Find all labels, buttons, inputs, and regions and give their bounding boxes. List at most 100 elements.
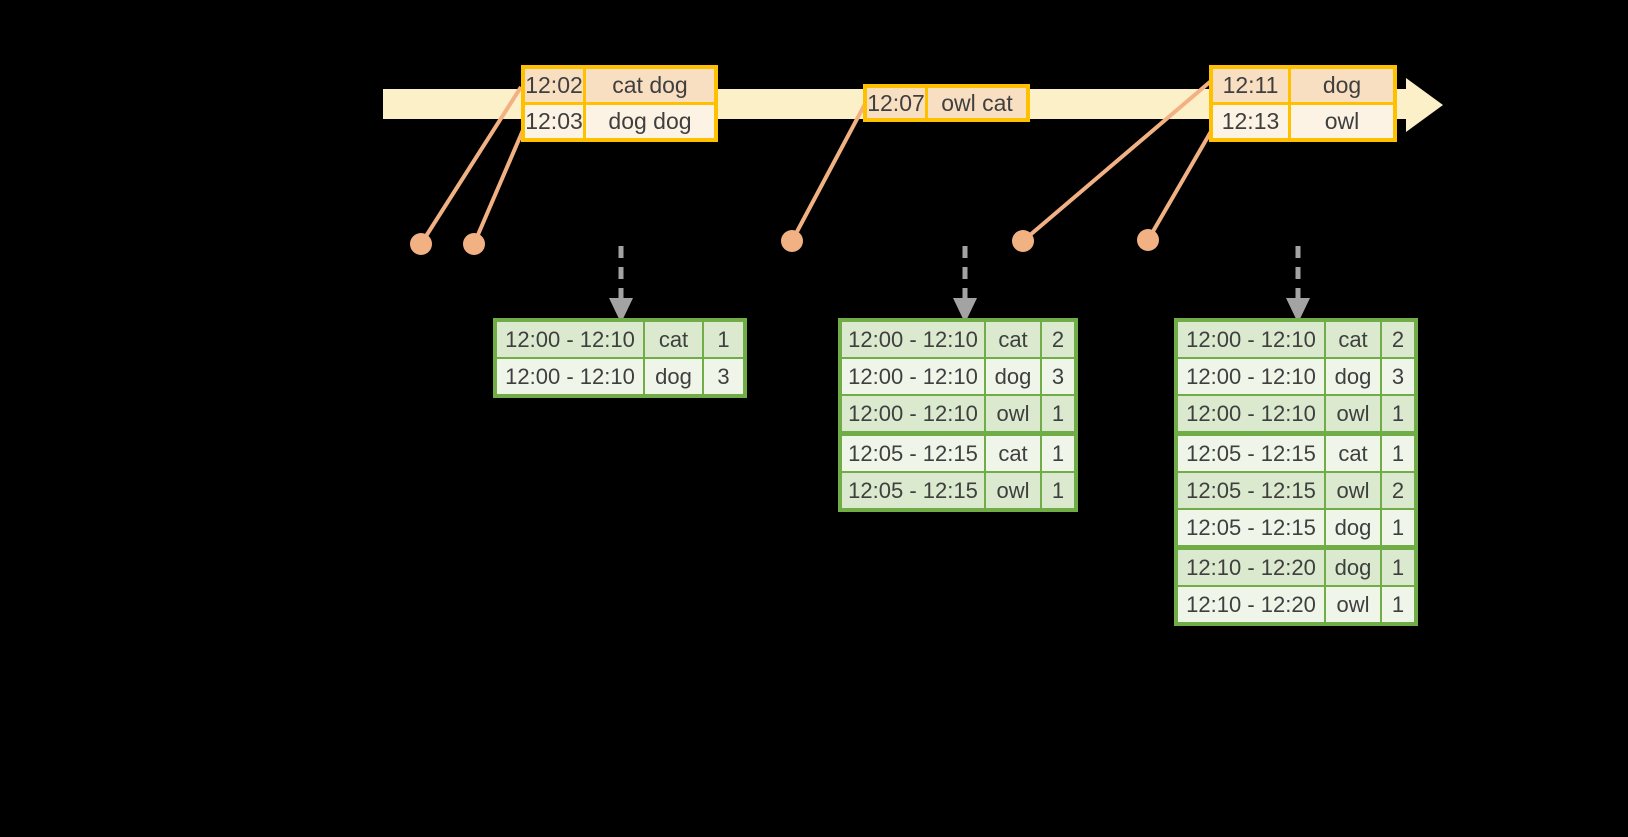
- arrowhead-down-icon: [1286, 298, 1310, 323]
- cell-window: 12:05 - 12:15: [1178, 510, 1324, 545]
- cell-word: owl: [986, 396, 1040, 431]
- cell-word: cat: [986, 436, 1040, 471]
- event-dot: [1137, 229, 1159, 251]
- cell-word: dog: [1326, 510, 1380, 545]
- cell-word: owl: [1326, 587, 1380, 622]
- cell-count: 2: [1382, 473, 1414, 508]
- cell-word: dog: [645, 359, 702, 394]
- cell-words: dog dog: [586, 105, 714, 138]
- cell-time: 12:02: [525, 69, 583, 102]
- cell-words: dog: [1291, 69, 1393, 102]
- cell-count: 1: [1382, 510, 1414, 545]
- arrowhead-down-icon: [953, 298, 977, 323]
- cell-count: 3: [1382, 359, 1414, 394]
- cell-window: 12:00 - 12:10: [497, 322, 643, 357]
- cell-window: 12:10 - 12:20: [1178, 550, 1324, 585]
- connector-line: [472, 129, 525, 245]
- cell-count: 1: [1042, 436, 1074, 471]
- cell-word: dog: [986, 359, 1040, 394]
- cell-window: 12:05 - 12:15: [842, 436, 984, 471]
- cell-window: 12:05 - 12:15: [1178, 436, 1324, 471]
- cell-word: dog: [1326, 550, 1380, 585]
- connector-line: [1021, 79, 1213, 243]
- cell-words: cat dog: [586, 69, 714, 102]
- event-dot: [781, 230, 803, 252]
- cell-window: 12:00 - 12:10: [1178, 322, 1324, 357]
- cell-word: owl: [1326, 396, 1380, 431]
- event-dot: [410, 233, 432, 255]
- cell-window: 12:05 - 12:15: [842, 473, 984, 508]
- cell-window: 12:00 - 12:10: [842, 359, 984, 394]
- event-connector-lines: [419, 79, 1215, 246]
- cell-time: 12:11: [1213, 69, 1288, 102]
- connector-line: [790, 103, 867, 242]
- cell-time: 12:07: [867, 88, 925, 118]
- cell-count: 1: [704, 322, 743, 357]
- cell-time: 12:03: [525, 105, 583, 138]
- event-dot: [1012, 230, 1034, 252]
- arrowhead-down-icon: [609, 298, 633, 323]
- cell-count: 1: [1382, 550, 1414, 585]
- cell-word: cat: [986, 322, 1040, 357]
- cell-window: 12:00 - 12:10: [497, 359, 643, 394]
- cell-window: 12:00 - 12:10: [1178, 359, 1324, 394]
- cell-words: owl: [1291, 105, 1393, 138]
- cell-count: 3: [704, 359, 743, 394]
- event-dots: [410, 229, 1159, 255]
- cell-word: cat: [645, 322, 702, 357]
- cell-count: 1: [1042, 473, 1074, 508]
- connector-line: [1146, 126, 1215, 242]
- trigger-arrows: [618, 246, 1301, 299]
- cell-time: 12:13: [1213, 105, 1288, 138]
- cell-count: 2: [1042, 322, 1074, 357]
- cell-count: 1: [1042, 396, 1074, 431]
- timeline-arrowhead-icon: [1406, 78, 1443, 132]
- cell-window: 12:00 - 12:10: [842, 322, 984, 357]
- cell-window: 12:00 - 12:10: [842, 396, 984, 431]
- cell-count: 1: [1382, 587, 1414, 622]
- connector-line: [419, 85, 523, 246]
- cell-word: cat: [1326, 436, 1380, 471]
- cell-count: 1: [1382, 396, 1414, 431]
- event-dot: [463, 233, 485, 255]
- cell-window: 12:00 - 12:10: [1178, 396, 1324, 431]
- cell-words: owl cat: [928, 88, 1026, 118]
- cell-count: 1: [1382, 436, 1414, 471]
- cell-count: 2: [1382, 322, 1414, 357]
- cell-word: dog: [1326, 359, 1380, 394]
- cell-word: cat: [1326, 322, 1380, 357]
- cell-count: 3: [1042, 359, 1074, 394]
- cell-window: 12:05 - 12:15: [1178, 473, 1324, 508]
- cell-window: 12:10 - 12:20: [1178, 587, 1324, 622]
- cell-word: owl: [1326, 473, 1380, 508]
- cell-word: owl: [986, 473, 1040, 508]
